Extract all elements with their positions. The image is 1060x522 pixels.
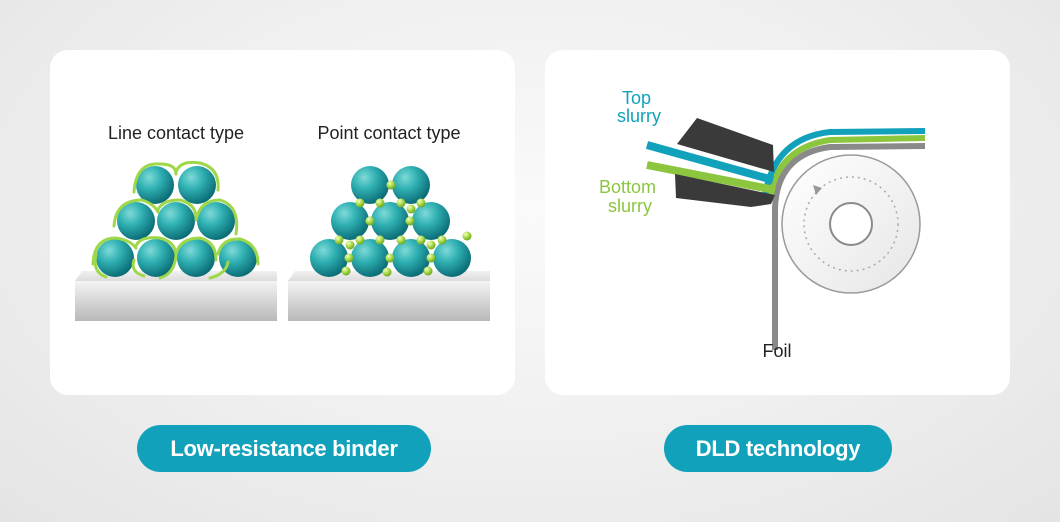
top-slurry-label-line1: Top: [622, 88, 651, 108]
line-contact-label: Line contact type: [108, 123, 244, 143]
dld-technology-caption: DLD technology: [664, 425, 892, 472]
top-slurry-feed: [645, 141, 775, 184]
line-contact-spheres: [96, 166, 257, 277]
line-binder-film: [91, 160, 260, 280]
point-contact-label: Point contact type: [317, 123, 460, 143]
rotation-arrow-icon: [813, 185, 822, 195]
coating-roller: [781, 154, 921, 294]
top-slurry-label: Top slurry: [617, 88, 661, 126]
foil-strip: [772, 143, 926, 350]
top-slurry-label-line2: slurry: [617, 106, 661, 126]
binder-comparison-diagram: Line contact type Point contact type: [75, 123, 490, 321]
dld-process-panel: Top slurry Bottom slurry Foil: [545, 50, 1010, 395]
low-resistance-binder-caption: Low-resistance binder: [137, 425, 431, 472]
coating-die: [675, 118, 775, 207]
foil-label: Foil: [762, 341, 791, 361]
point-contact-substrate: [288, 271, 490, 321]
point-contact-spheres: [310, 166, 471, 277]
dld-process-diagram: Top slurry Bottom slurry Foil: [599, 88, 940, 361]
binder-comparison-panel: Line contact type Point contact type: [50, 50, 515, 395]
bottom-slurry-feed: [646, 161, 776, 194]
bottom-slurry-label: Bottom slurry: [599, 177, 661, 216]
point-binder-dots: [334, 180, 472, 277]
line-contact-substrate: [75, 271, 277, 321]
bottom-slurry-label-line1: Bottom: [599, 177, 656, 197]
bottom-slurry-label-line2: slurry: [608, 196, 652, 216]
